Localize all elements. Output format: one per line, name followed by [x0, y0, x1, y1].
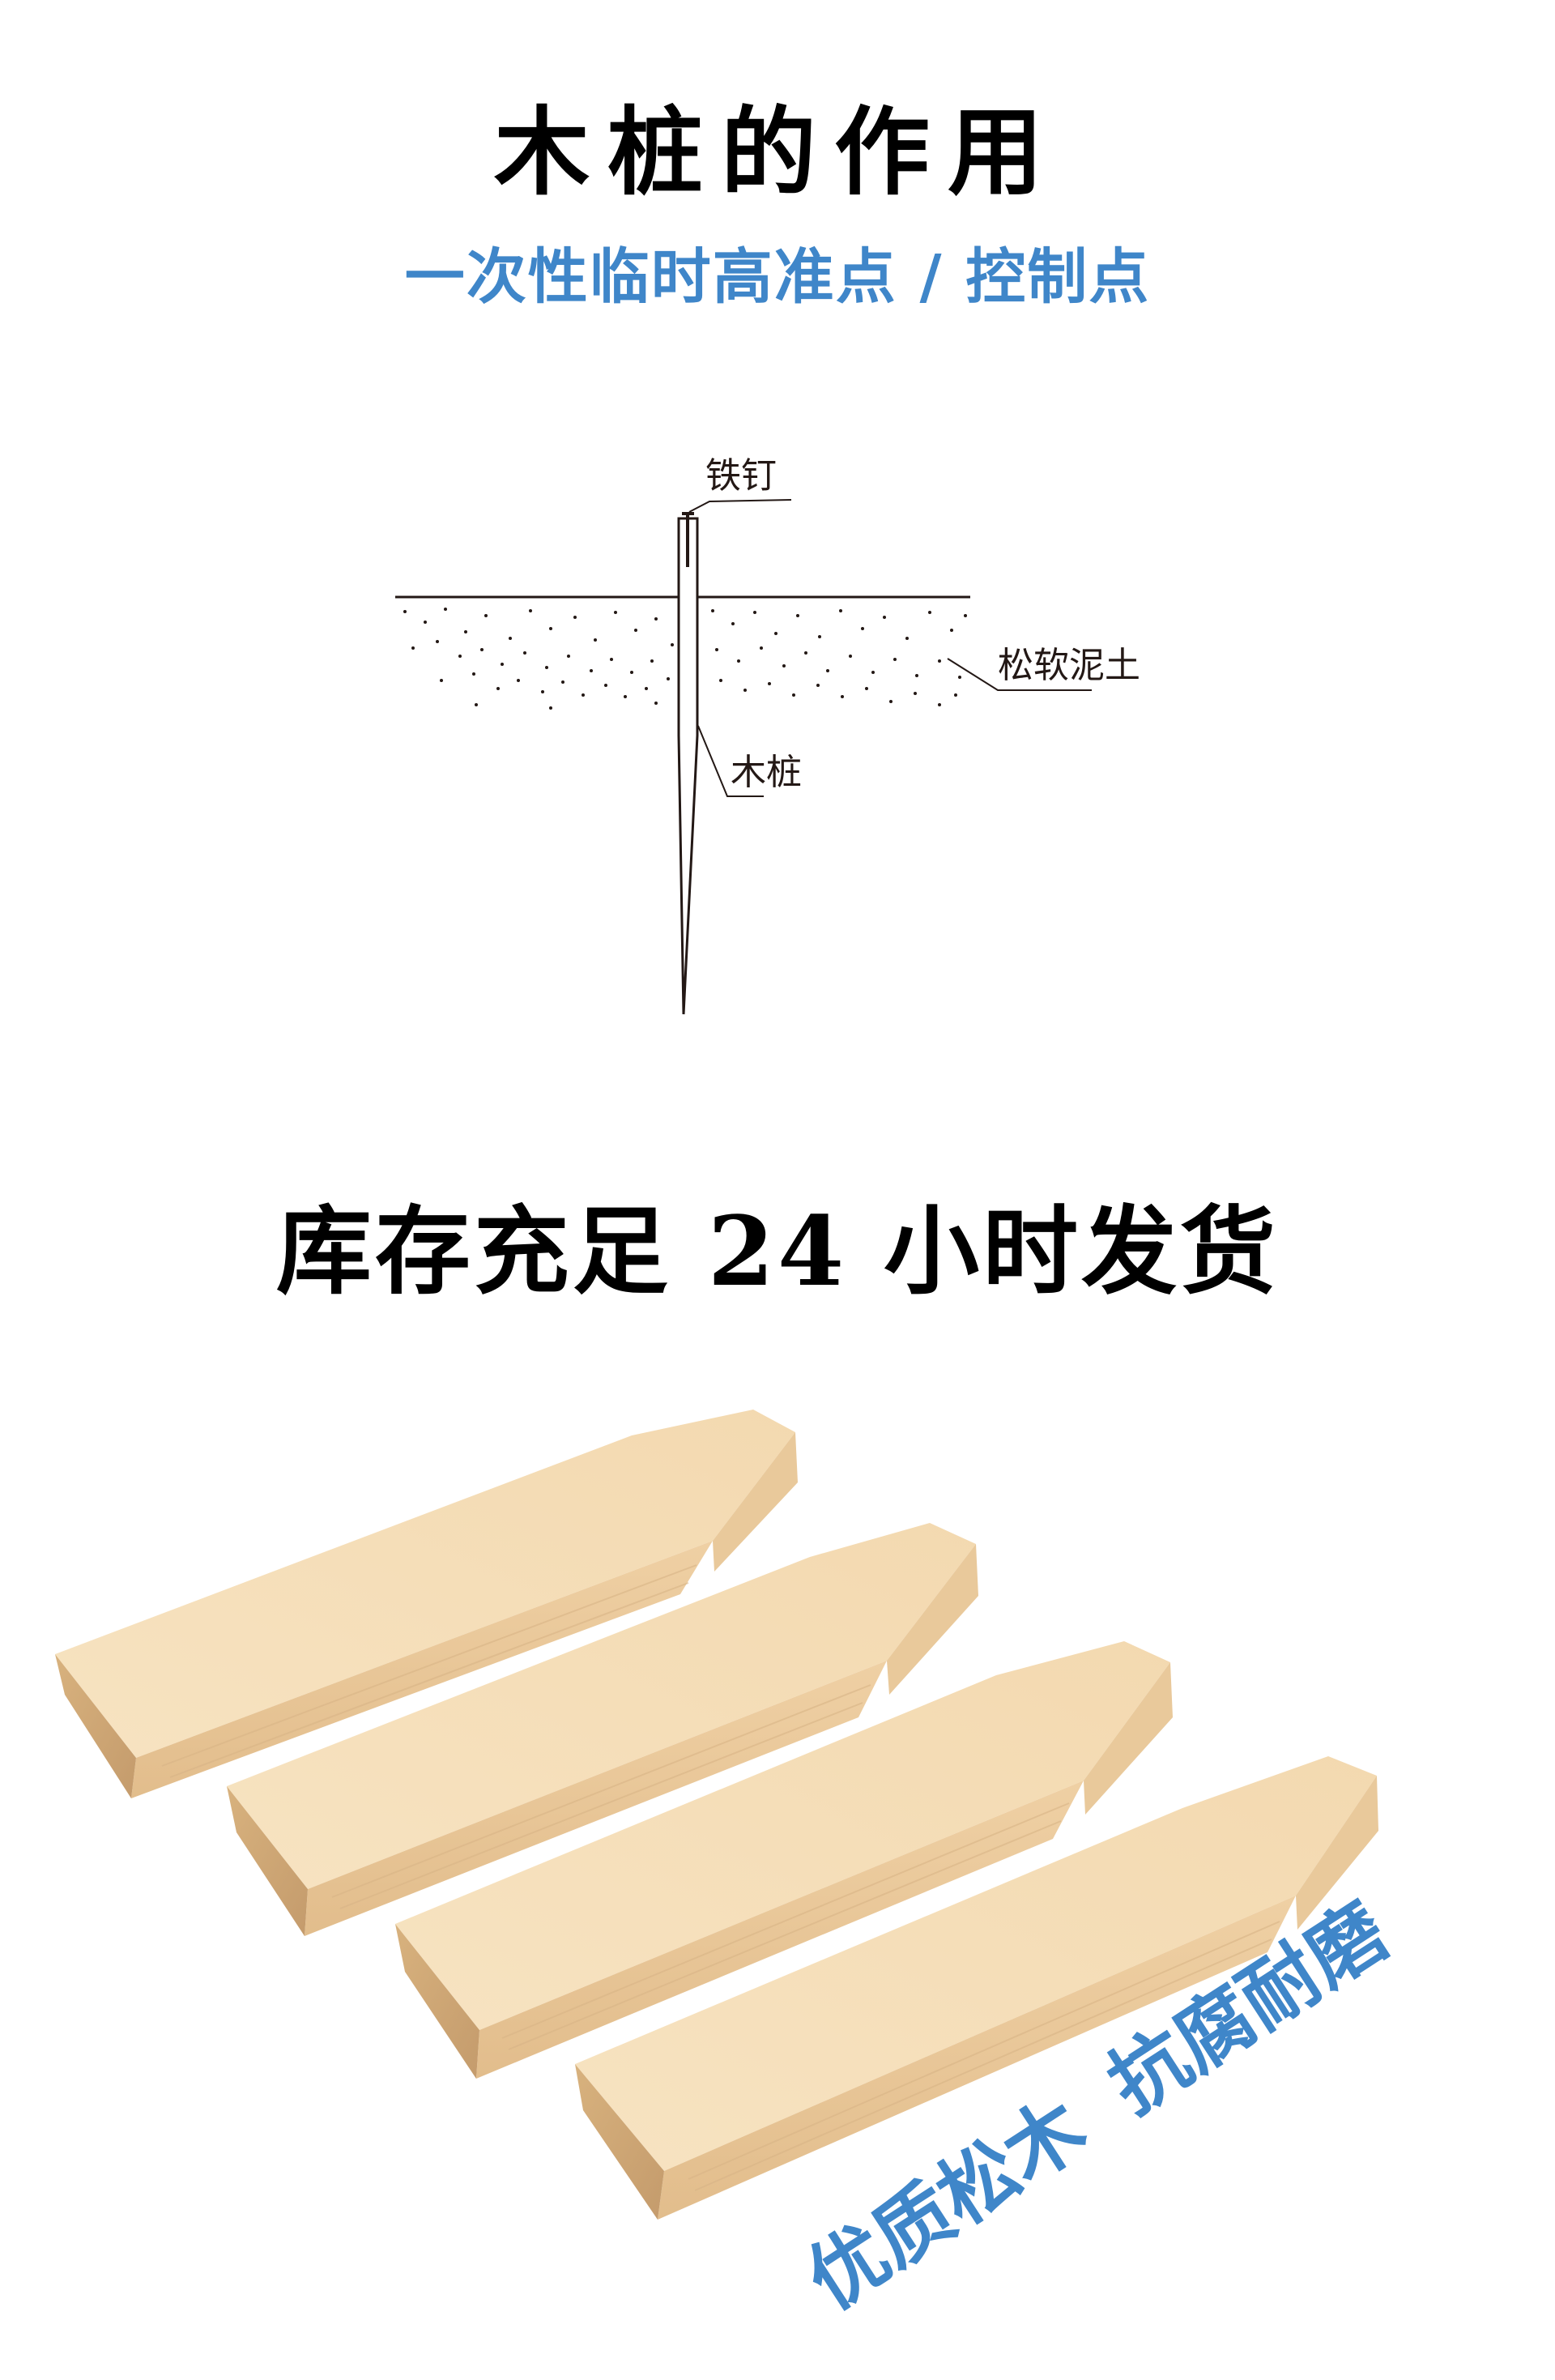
- wooden-stake-2: [227, 1523, 978, 1936]
- stock-heading: 库存充足 24 小时发货: [275, 1195, 1280, 1307]
- label-nail: 铁钉: [705, 455, 777, 497]
- wooden-stakes-photo: [55, 1410, 1378, 2220]
- stake-usage-diagram: 铁钉 松软泥土 木桩: [395, 455, 1140, 1015]
- page-subtitle: 一次性临时高准点 / 控制点: [404, 242, 1151, 312]
- page-title: 木桩的作用: [493, 96, 1061, 208]
- label-stake: 木桩: [731, 752, 802, 793]
- nail-leader-line: [688, 499, 792, 513]
- stake-outline: [677, 517, 699, 1015]
- soil-texture: [403, 608, 967, 710]
- soil-leader-line: [947, 658, 1092, 691]
- nail-icon: [682, 512, 694, 567]
- wooden-stake-1: [55, 1410, 798, 1798]
- label-soil: 松软泥土: [998, 645, 1140, 686]
- stake-leader-line: [697, 725, 764, 797]
- wood-grain: [161, 1564, 1280, 2191]
- wooden-stake-4: [575, 1756, 1378, 2220]
- wooden-stake-3: [395, 1641, 1173, 2079]
